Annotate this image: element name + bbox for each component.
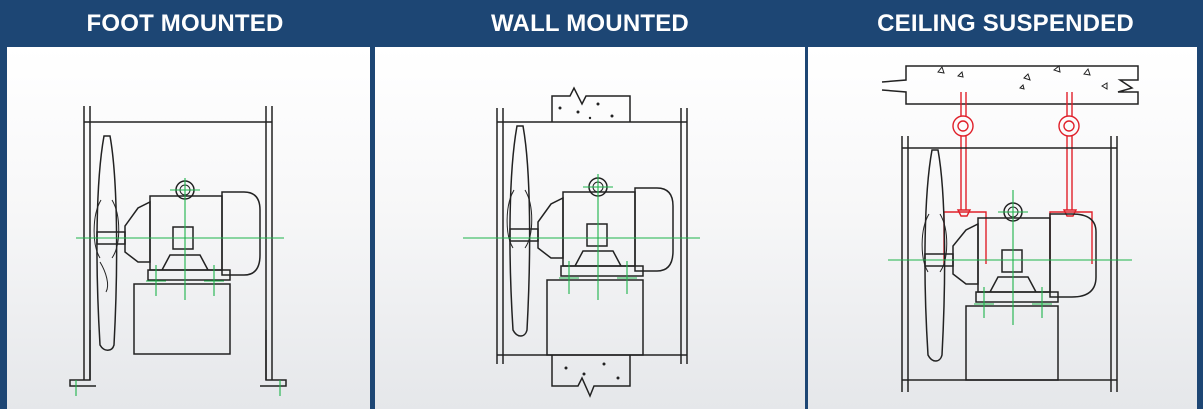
ceiling-suspended-drawing <box>881 65 1139 392</box>
mounting-feet <box>69 330 287 387</box>
motor <box>509 177 674 356</box>
motor <box>96 180 261 355</box>
hanger-rods <box>943 92 1093 264</box>
panel-ceiling-suspended: CEILING SUSPENDED <box>808 0 1203 409</box>
fan-casing <box>901 136 1118 392</box>
motor <box>924 202 1097 381</box>
propeller <box>506 125 533 337</box>
drawing-area-foot-mounted <box>7 47 370 409</box>
centerlines <box>75 178 284 396</box>
drawing-area-ceiling-suspended <box>808 47 1197 409</box>
ceiling-slab <box>881 65 1139 105</box>
wall-sections <box>551 86 631 398</box>
propeller <box>921 149 948 362</box>
foot-mounted-drawing <box>69 106 287 396</box>
centerlines <box>888 190 1132 325</box>
drawing-area-wall-mounted <box>375 47 805 409</box>
centerlines <box>463 174 700 300</box>
fan-casing <box>496 108 688 364</box>
panel-title-wall-mounted: WALL MOUNTED <box>491 9 689 37</box>
panel-foot-mounted: FOOT MOUNTED <box>0 0 370 409</box>
wall-mounted-drawing <box>463 86 700 398</box>
panel-title-foot-mounted: FOOT MOUNTED <box>86 9 284 37</box>
propeller <box>93 135 120 351</box>
panel-title-ceiling-suspended: CEILING SUSPENDED <box>877 9 1134 37</box>
panel-wall-mounted: WALL MOUNTED <box>375 0 805 409</box>
